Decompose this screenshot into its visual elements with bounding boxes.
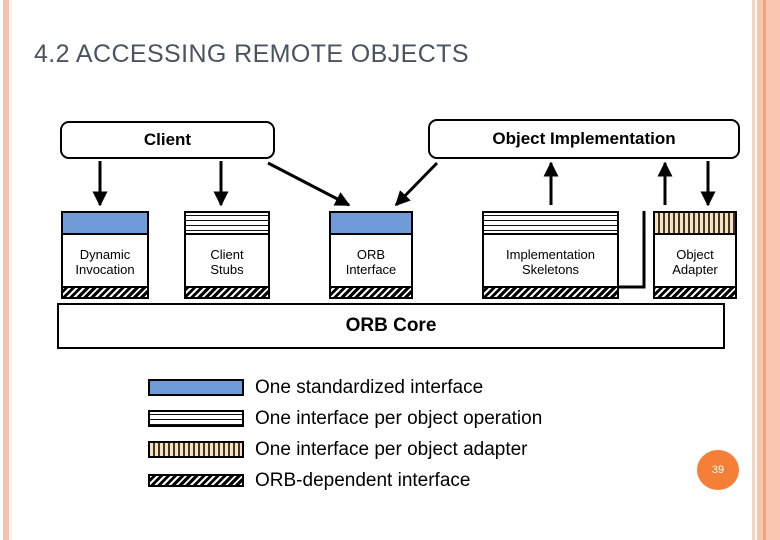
client-stubs-label-line2: Stubs: [210, 261, 244, 277]
legend-label-object-operation: One interface per object operation: [255, 407, 543, 429]
object-adapter-label-line1: Object: [676, 246, 714, 262]
left-border-stripe: [3, 0, 9, 540]
legend-item-object-operation: One interface per object operation: [148, 403, 668, 434]
right-border-stripe-1: [752, 0, 755, 540]
legend-item-object-adapter: One interface per object adapter: [148, 434, 668, 465]
box-dynamic-invocation[interactable]: Dynamic Invocation: [61, 211, 149, 299]
orb-core-label: ORB Core: [345, 315, 437, 336]
box-client-label: Client: [143, 130, 192, 149]
dynamic-invocation-label-line2: Invocation: [75, 261, 135, 277]
page-number-text: 39: [711, 464, 725, 476]
legend-label-orb-dependent: ORB-dependent interface: [255, 469, 471, 491]
left-border-stripe-inner: [10, 0, 12, 540]
object-adapter-bottom-band: [655, 286, 735, 297]
legend-swatch-solid-blue: [148, 379, 244, 396]
implementation-skeletons-bottom-band: [484, 286, 617, 297]
box-object-implementation[interactable]: Object Implementation: [428, 119, 740, 159]
right-border-stripe-4: [766, 0, 780, 540]
box-orb-interface[interactable]: ORB Interface: [329, 211, 413, 299]
orb-interface-label-line2: Interface: [345, 261, 397, 277]
client-stubs-bottom-band: [186, 286, 268, 297]
box-object-adapter[interactable]: Object Adapter: [653, 211, 737, 299]
page-number-badge: 39: [697, 450, 739, 490]
legend-swatch-dashed-lines: [148, 410, 244, 427]
legend: One standardized interface One interface…: [148, 372, 668, 496]
legend-item-standardized: One standardized interface: [148, 372, 668, 403]
implementation-skeletons-label-line2: Skeletons: [521, 261, 580, 277]
client-stubs-label: Client Stubs: [186, 237, 268, 286]
dynamic-invocation-top-band: [63, 213, 147, 235]
dynamic-invocation-label-line1: Dynamic: [79, 246, 131, 262]
dynamic-invocation-label: Dynamic Invocation: [63, 237, 147, 286]
legend-swatch-vertical-stripe: [148, 441, 244, 458]
client-stubs-label-line1: Client: [210, 246, 244, 262]
page-title: 4.2 ACCESSING REMOTE OBJECTS: [34, 40, 469, 68]
object-adapter-label: Object Adapter: [655, 237, 735, 286]
box-client[interactable]: Client: [60, 121, 275, 159]
legend-label-standardized: One standardized interface: [255, 376, 484, 398]
box-orb-core[interactable]: ORB Core: [57, 303, 725, 349]
right-border-stripe-3: [763, 0, 766, 540]
orb-interface-top-band: [331, 213, 411, 235]
implementation-skeletons-label: Implementation Skeletons: [484, 237, 617, 286]
legend-label-object-adapter: One interface per object adapter: [255, 438, 528, 460]
dynamic-invocation-bottom-band: [63, 286, 147, 297]
orb-interface-label-line1: ORB: [356, 246, 386, 262]
box-client-stubs[interactable]: Client Stubs: [184, 211, 270, 299]
box-implementation-skeletons[interactable]: Implementation Skeletons: [482, 211, 619, 299]
orb-interface-bottom-band: [331, 286, 411, 297]
implementation-skeletons-top-band: [484, 213, 617, 235]
right-border-stripe-2: [757, 0, 763, 540]
box-object-implementation-label: Object Implementation: [492, 129, 676, 148]
legend-item-orb-dependent: ORB-dependent interface: [148, 465, 668, 496]
implementation-skeletons-label-line1: Implementation: [506, 246, 595, 262]
object-adapter-top-band: [655, 213, 735, 235]
client-stubs-top-band: [186, 213, 268, 235]
object-adapter-label-line2: Adapter: [672, 261, 718, 277]
legend-swatch-diagonal-stripe: [148, 474, 244, 487]
orb-interface-label: ORB Interface: [331, 237, 411, 286]
